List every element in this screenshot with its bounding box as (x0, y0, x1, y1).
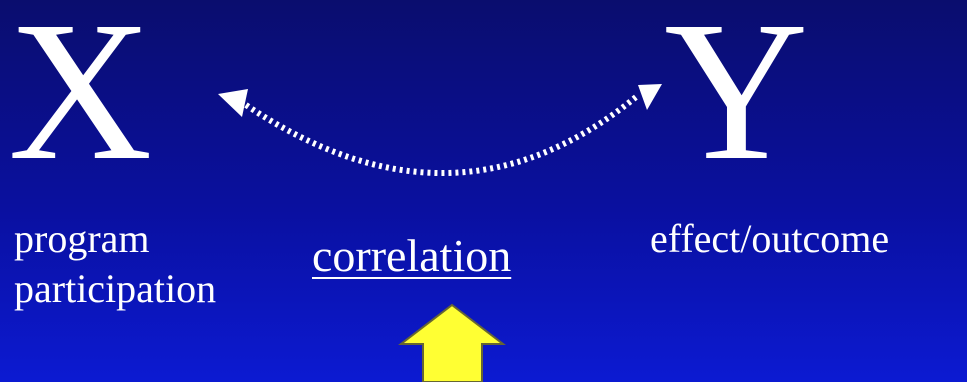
x-variable-letter: X (8, 0, 153, 202)
y-variable-caption: effect/outcome (650, 216, 890, 261)
x-caption-line-2: participation (14, 266, 217, 311)
x-variable-caption: program participation (14, 214, 216, 314)
x-caption-line-1: program (14, 216, 150, 261)
correlation-connector-path (244, 94, 638, 176)
right-arrowhead-icon (638, 84, 662, 110)
up-pointer-arrow-icon (398, 303, 506, 382)
correlation-label: correlation (312, 230, 512, 281)
up-pointer-arrow-shape (398, 303, 506, 382)
left-arrowhead-icon (218, 89, 248, 117)
y-variable-letter: Y (664, 0, 809, 202)
